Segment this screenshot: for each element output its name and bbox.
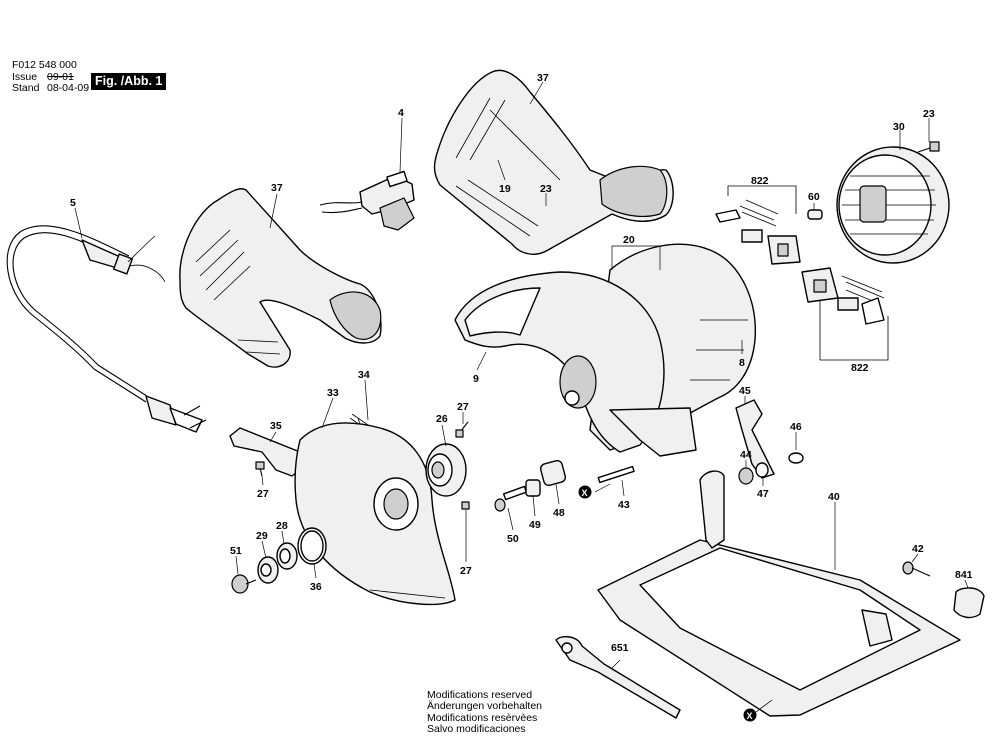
callout-37-left: 37 [271,182,283,194]
callout-20: 20 [623,234,635,246]
pin-43-part [597,465,635,484]
callout-40: 40 [828,491,840,503]
callout-48: 48 [553,507,565,519]
modifications-line-1: Modifications reserved [427,689,533,701]
stand-value: 08-04-09 [47,82,90,94]
svg-text:X: X [747,711,753,721]
callout-822-top: 822 [751,175,769,187]
modifications-line-2: Änderungen vorbehalten [427,700,543,713]
ring-46-part [788,452,804,464]
figure-badge: Fig. /Abb. 1 [91,73,167,90]
callout-28: 28 [276,520,288,532]
flange-26-part [425,443,467,497]
callout-50: 50 [507,533,519,545]
modifications-notice: Modifications reserved Änderungen vorbeh… [427,689,543,735]
callout-27-b: 27 [257,488,269,500]
callout-36: 36 [310,581,322,593]
leader-lines [74,81,969,713]
callout-27-a: 27 [457,401,469,413]
callout-8: 8 [739,357,745,369]
callout-37-top: 37 [537,72,549,84]
ring-36-part [297,527,327,565]
callout-9: 9 [473,373,479,385]
callout-27-c: 27 [460,565,472,577]
callout-45: 45 [739,385,751,397]
end-cap-part [836,146,950,264]
handle-half-top-part [433,69,674,255]
washer-29-part [257,556,279,584]
callout-30: 30 [893,121,905,133]
screw-27-b-part [255,461,265,477]
modifications-line-3: Modifications resèrvèes [427,711,538,724]
callout-47: 47 [757,488,769,500]
svg-text:X: X [582,488,588,498]
screw-23-right-part [917,141,940,153]
callout-841: 841 [955,569,973,581]
callout-19: 19 [499,183,511,195]
callout-51: 51 [230,545,242,557]
callout-35: 35 [270,420,282,432]
callout-46: 46 [790,421,802,433]
callout-49: 49 [529,519,541,531]
lower-guard-part [294,422,456,606]
callout-44: 44 [740,449,752,461]
power-cord-part [6,225,207,433]
callout-651: 651 [611,642,629,654]
lever-part [735,399,775,479]
x-marker-1: X [578,485,592,499]
motor-housing-part [454,243,757,457]
washer-47-part [755,462,769,478]
bolt-50-part [494,485,528,512]
callout-4: 4 [398,107,404,119]
switch-part [319,170,415,231]
washer-28-part [276,542,298,570]
screw-27-c-part [461,501,470,510]
callout-23-mid: 23 [540,183,552,195]
bushing-48-part [539,459,567,487]
bushing-49-part [525,479,541,497]
x-marker-2: X [743,708,757,722]
callout-43: 43 [618,499,630,511]
issue-value: 09-01 [47,71,74,83]
brush-holder-set-bottom-part [801,267,889,361]
part-number: F012 548 000 [12,59,77,71]
stand-label: Stand [12,82,40,94]
wrench-651-part [555,635,681,719]
callout-33: 33 [327,387,339,399]
knob-841-part [953,587,985,619]
modifications-line-4: Salvo modificaciones [427,722,526,735]
callout-34: 34 [358,369,370,381]
nut-44-part [738,467,754,485]
callout-822-bottom: 822 [851,362,869,374]
base-plate-part [597,470,961,717]
callout-42: 42 [912,543,924,555]
screw-42-part [902,561,931,577]
brush-holder-set-top-part [715,185,801,265]
callout-5: 5 [70,197,76,209]
callout-29: 29 [256,530,268,542]
issue-label: Issue [12,71,38,83]
callout-23-right: 23 [923,108,935,120]
pin-60-part [807,209,823,220]
handle-half-left-part [179,188,382,368]
bolt-51-part [231,574,257,594]
screw-27-a-part [455,421,469,438]
callout-60: 60 [808,191,820,203]
callout-26: 26 [436,413,448,425]
lower-guard-lever-part [229,427,306,477]
